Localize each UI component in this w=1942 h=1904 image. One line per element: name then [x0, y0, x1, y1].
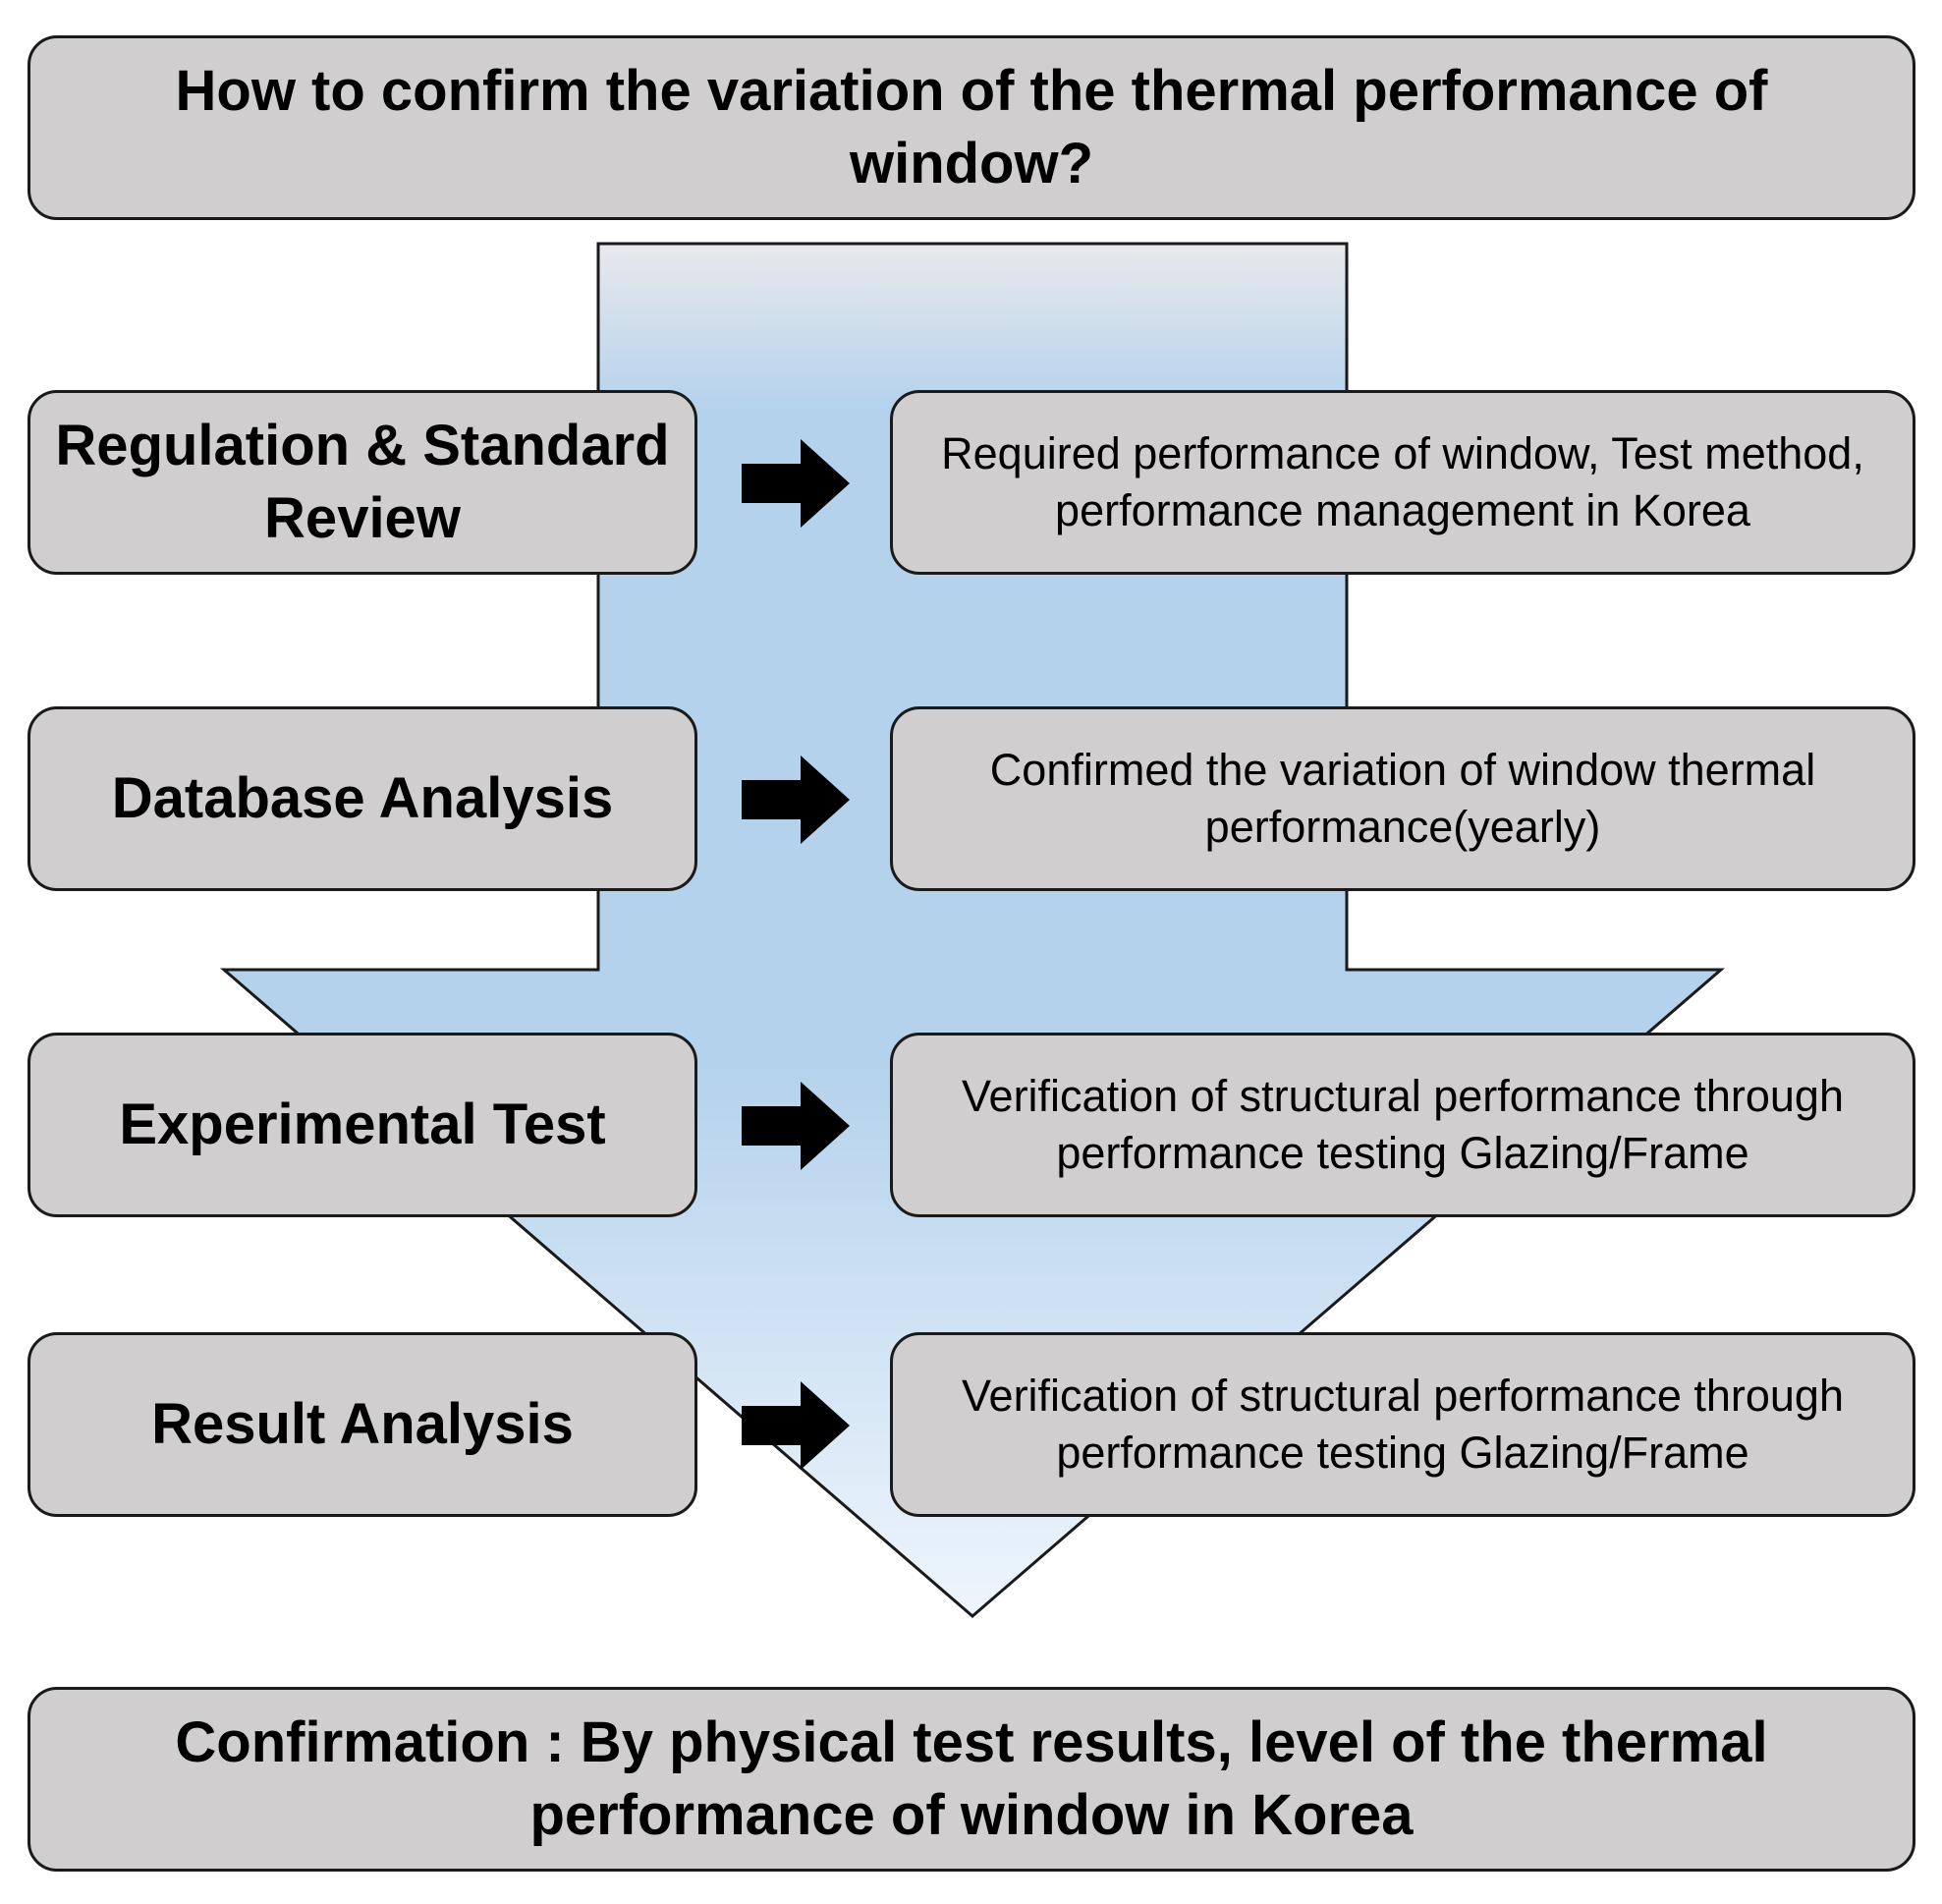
step-database-analysis: Database Analysis [28, 706, 697, 891]
right-arrow-icon [742, 1082, 850, 1170]
step-experimental-description: Verification of structural performance t… [890, 1033, 1915, 1217]
step-label: Result Analysis [151, 1392, 574, 1456]
step-description: Verification of structural performance t… [962, 1371, 1844, 1478]
step-description: Verification of structural performance t… [962, 1071, 1844, 1178]
title-text: How to confirm the variation of the ther… [175, 59, 1768, 196]
step-label: Regulation & Standard Review [55, 414, 670, 550]
conclusion-text: Confirmation : By physical test results,… [175, 1710, 1768, 1847]
step-description: Required performance of window, Test met… [941, 428, 1864, 535]
step-description: Confirmed the variation of window therma… [989, 745, 1816, 852]
step-label: Experimental Test [119, 1092, 606, 1156]
title-banner: How to confirm the variation of the ther… [28, 35, 1915, 220]
right-arrow-icon [742, 439, 850, 528]
step-label: Database Analysis [111, 766, 614, 830]
step-result-description: Verification of structural performance t… [890, 1332, 1915, 1517]
step-regulation-description: Required performance of window, Test met… [890, 390, 1915, 575]
step-regulation-review: Regulation & Standard Review [28, 390, 697, 575]
right-arrow-icon [742, 1381, 850, 1470]
step-experimental-test: Experimental Test [28, 1033, 697, 1217]
conclusion-banner: Confirmation : By physical test results,… [28, 1687, 1915, 1872]
step-database-description: Confirmed the variation of window therma… [890, 706, 1915, 891]
step-result-analysis: Result Analysis [28, 1332, 697, 1517]
right-arrow-icon [742, 756, 850, 844]
